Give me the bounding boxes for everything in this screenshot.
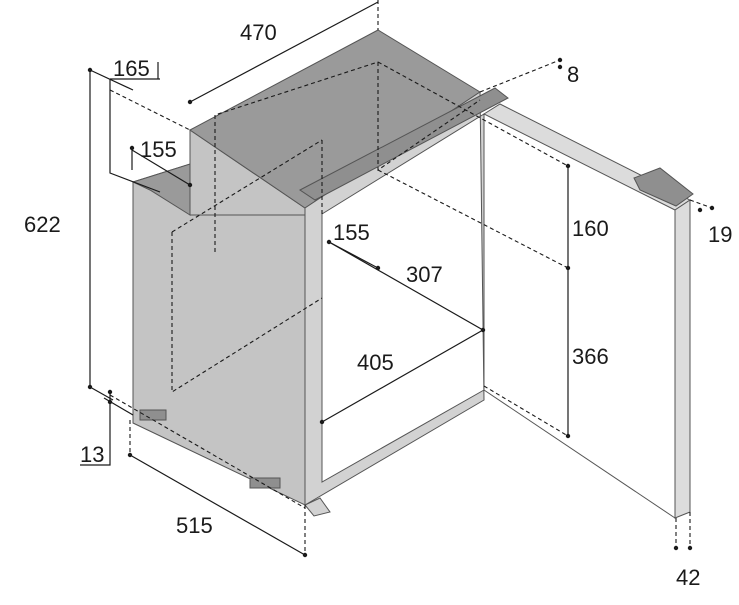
door	[482, 103, 694, 519]
dim-label-19: 19	[708, 222, 732, 247]
dim-label-8: 8	[567, 62, 579, 87]
dim-label-165: 165	[113, 56, 150, 81]
dimension-labels: 470 165 155 622 8 19 155 307 160 405 366…	[24, 20, 732, 590]
dim-label-622: 622	[24, 212, 61, 237]
hidden-diag-top	[377, 169, 569, 269]
dim-line-515	[129, 454, 306, 556]
dim-label-160: 160	[572, 216, 609, 241]
cabinet-foot-rear	[139, 409, 167, 421]
door-handle	[633, 167, 694, 207]
dim-label-405: 405	[357, 350, 394, 375]
dim-line-13	[80, 392, 111, 466]
dim-label-42: 42	[676, 565, 700, 590]
hidden-step-edge	[171, 139, 323, 233]
cabinet-foot-front	[249, 477, 281, 489]
dim-label-366: 366	[572, 344, 609, 369]
dim-label-13: 13	[80, 442, 104, 467]
dim-label-155-inner: 155	[333, 220, 370, 245]
hidden-diag-upper	[377, 61, 569, 167]
hidden-to-19	[689, 199, 713, 209]
door-hinge-bar	[299, 87, 509, 201]
dim-label-307: 307	[406, 262, 443, 287]
dim-line-165	[109, 79, 161, 193]
cabinet-foot-strip	[304, 497, 331, 517]
dimension-lines	[80, 0, 715, 558]
dim-line-155-upper	[131, 149, 191, 186]
dim-line-470	[189, 1, 379, 103]
dim-line-307	[328, 241, 484, 331]
dim-label-470: 470	[240, 20, 277, 45]
hidden-inner-left	[214, 61, 379, 252]
door-bottom-edge	[483, 389, 676, 519]
cabinet-body	[131, 29, 509, 517]
dim-label-515: 515	[176, 513, 213, 538]
hidden-165-ext	[109, 89, 191, 131]
hidden-diag-bottom	[483, 385, 569, 437]
hidden-to-8	[479, 59, 561, 93]
dim-label-155-upper: 155	[140, 137, 177, 162]
dim-line-405	[321, 329, 484, 423]
hidden-lines	[109, 59, 713, 509]
door-panel	[674, 199, 691, 519]
hidden-left-depth	[109, 394, 306, 509]
